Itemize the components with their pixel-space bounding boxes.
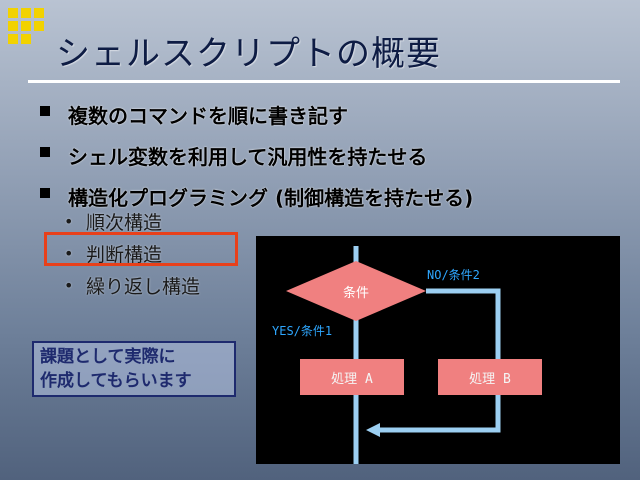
sub-bullet-item: • 順次構造 (64, 208, 264, 235)
sub-bullet-text: 順次構造 (86, 212, 163, 234)
yes-branch-label: YES/条件1 (272, 324, 333, 338)
note-box: 課題として実際に 作成してもらいます (32, 341, 236, 397)
square-bullet-icon (40, 188, 50, 198)
process-b-box (438, 359, 542, 395)
dot-bullet-icon: • (64, 244, 74, 263)
slide-title: シェルスクリプトの概要 (56, 34, 441, 74)
process-a-label: 処理 A (331, 372, 373, 387)
bullet-item: 複数のコマンドを順に書き記す (40, 100, 600, 129)
sub-bullet-list: • 順次構造 • 判断構造 • 繰り返し構造 (64, 208, 264, 304)
bullet-item: 構造化プログラミング (制御構造を持たせる) (40, 182, 600, 211)
flowchart-diagram (286, 246, 542, 464)
sub-bullet-item: • 判断構造 (64, 240, 264, 267)
note-line: 作成してもらいます (40, 371, 192, 391)
note-line: 課題として実際に (40, 347, 176, 367)
flowchart-panel: 条件 NO/条件2 YES/条件1 処理 A 処理 B (256, 236, 620, 464)
highlight-box (44, 232, 238, 266)
sub-bullet-text: 判断構造 (86, 244, 163, 266)
dot-bullet-icon: • (64, 276, 74, 295)
sub-bullet-item: • 繰り返し構造 (64, 272, 264, 299)
title-divider (28, 80, 620, 83)
bullet-text: シェル変数を利用して汎用性を持たせる (68, 145, 428, 169)
condition-label: 条件 (342, 286, 369, 301)
condition-diamond (286, 261, 426, 321)
no-branch-label: NO/条件2 (427, 268, 480, 282)
square-bullet-icon (40, 147, 50, 157)
logo-dots (8, 8, 58, 48)
process-b-label: 処理 B (469, 372, 511, 387)
arrow-head-icon (366, 423, 380, 437)
process-a-box (300, 359, 404, 395)
sub-bullet-text: 繰り返し構造 (86, 276, 201, 298)
bullet-text: 構造化プログラミング (制御構造を持たせる) (68, 186, 474, 210)
bullet-item: シェル変数を利用して汎用性を持たせる (40, 141, 600, 170)
bullet-text: 複数のコマンドを順に書き記す (68, 104, 348, 128)
bullet-list: 複数のコマンドを順に書き記す シェル変数を利用して汎用性を持たせる 構造化プログ… (40, 100, 600, 223)
square-bullet-icon (40, 106, 50, 116)
dot-bullet-icon: • (64, 212, 74, 231)
